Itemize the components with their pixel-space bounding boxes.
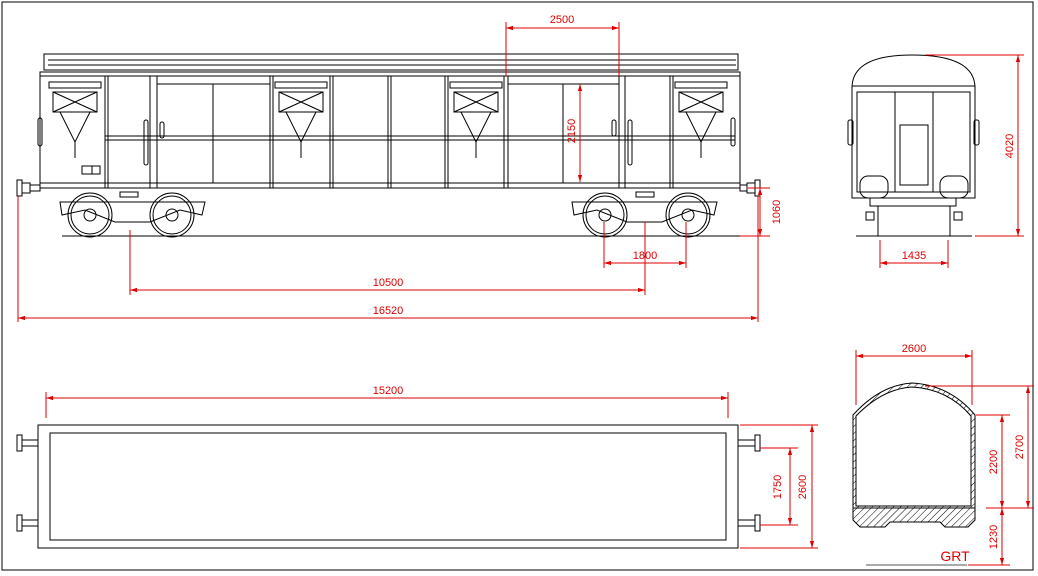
roof [43, 53, 739, 71]
vent-windows [48, 81, 728, 158]
buffers-top [16, 434, 761, 532]
door-handles [37, 117, 736, 166]
cross-section: GRT [852, 382, 976, 566]
end-door [894, 91, 934, 193]
ground-label: GRT [940, 548, 970, 564]
dim-inner-height: 2700 [1014, 435, 1026, 459]
dim-door-height: 2150 [566, 119, 578, 143]
dim-track-gauge: 1435 [902, 250, 926, 262]
dim-door-width: 2500 [550, 14, 574, 26]
side-view [16, 53, 761, 238]
dim-body-width: 2600 [797, 475, 809, 499]
dim-total-height: 4020 [1004, 134, 1016, 158]
dim-bogie-centers: 10500 [373, 277, 404, 289]
dim-body-length: 15200 [373, 385, 404, 397]
end-roof [851, 54, 976, 89]
vertical-posts [104, 76, 674, 188]
car-body [39, 71, 741, 189]
buffer-left [16, 179, 41, 197]
dim-buffer-spacing: 1750 [772, 475, 784, 499]
dimensions: 2500 2150 1060 1800 10500 16520 4020 143… [17, 14, 1034, 566]
placard [81, 165, 93, 175]
end-view [847, 54, 980, 237]
dim-inner-width: 2600 [902, 343, 926, 355]
bogie-left [59, 191, 206, 238]
dim-floor-above-rail: 1230 [988, 525, 1000, 549]
top-view [16, 424, 761, 549]
dim-length-over-buffers: 16520 [373, 305, 404, 317]
dim-side-height: 2200 [988, 450, 1000, 474]
dim-floor-height: 1060 [771, 200, 783, 224]
bogie-right [571, 191, 718, 238]
